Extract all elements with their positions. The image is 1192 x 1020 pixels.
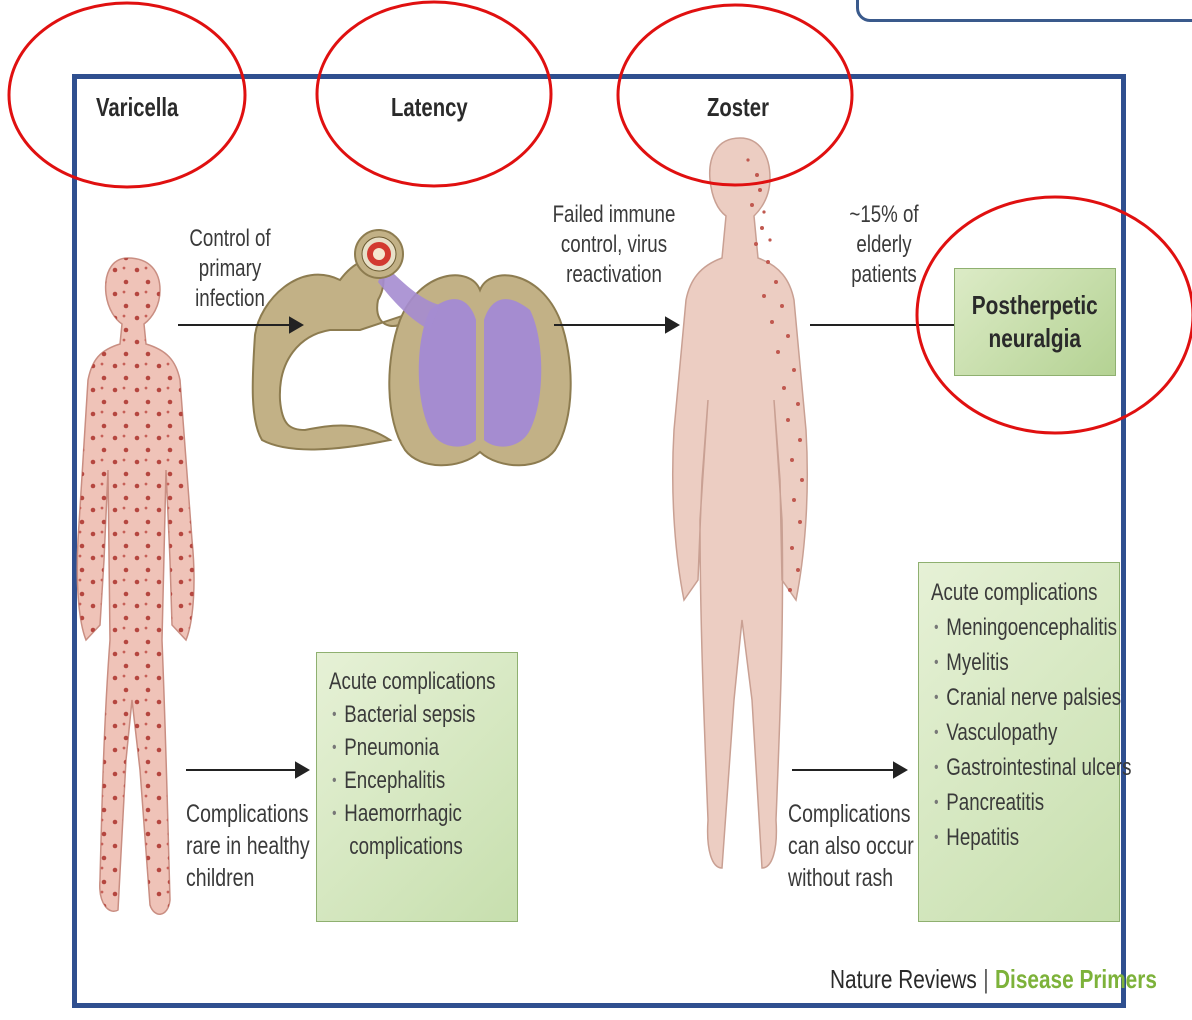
postherpetic-neuralgia-label: Postherpetic neuralgia	[972, 289, 1098, 355]
list-item: Gastrointestinal ulcers	[931, 750, 1131, 785]
label-elderly-patients: ~15% of elderly patients	[829, 200, 938, 290]
list-item: Vasculopathy	[931, 715, 1131, 750]
credit-series: Disease Primers	[995, 964, 1157, 994]
child-figure	[77, 258, 194, 914]
stage-title-varicella: Varicella	[96, 92, 178, 123]
list-item: Encephalitis	[329, 764, 495, 797]
complication-list: Bacterial sepsis Pneumonia Encephalitis …	[329, 698, 495, 863]
zoster-complications-note: Complications can also occur without ras…	[788, 798, 914, 894]
credit-publisher: Nature Reviews	[830, 964, 977, 994]
list-item: Pneumonia	[329, 731, 495, 764]
stage-title-latency: Latency	[391, 92, 468, 123]
stage-title-zoster: Zoster	[707, 92, 769, 123]
list-item: Pancreatitis	[931, 785, 1131, 820]
list-item: Meningoencephalitis	[931, 610, 1131, 645]
list-item: Hepatitis	[931, 820, 1131, 855]
arrows	[178, 318, 972, 777]
adult-figure	[673, 138, 808, 868]
list-item: Cranial nerve palsies	[931, 680, 1131, 715]
list-item: Myelitis	[931, 645, 1131, 680]
list-item: Haemorrhagic	[329, 797, 495, 830]
label-failed-immune-control: Failed immune control, virus reactivatio…	[552, 200, 677, 290]
list-item: Bacterial sepsis	[329, 698, 495, 731]
varicella-complications-note: Complications rare in healthy children	[186, 798, 310, 894]
varicella-acute-complications-box: Acute complications Bacterial sepsis Pne…	[316, 652, 518, 922]
label-control-primary-infection: Control of primary infection	[168, 224, 293, 314]
complication-list: Meningoencephalitis Myelitis Cranial ner…	[931, 610, 1131, 855]
box-heading: Acute complications	[931, 575, 1131, 610]
box-heading: Acute complications	[329, 665, 495, 698]
figure-credit: Nature Reviews|Disease Primers	[830, 964, 1157, 995]
zoster-acute-complications-box: Acute complications Meningoencephalitis …	[918, 562, 1120, 922]
spinal-cord-illustration	[253, 230, 571, 465]
list-item: complications	[329, 830, 495, 863]
postherpetic-neuralgia-box: Postherpetic neuralgia	[954, 268, 1116, 376]
